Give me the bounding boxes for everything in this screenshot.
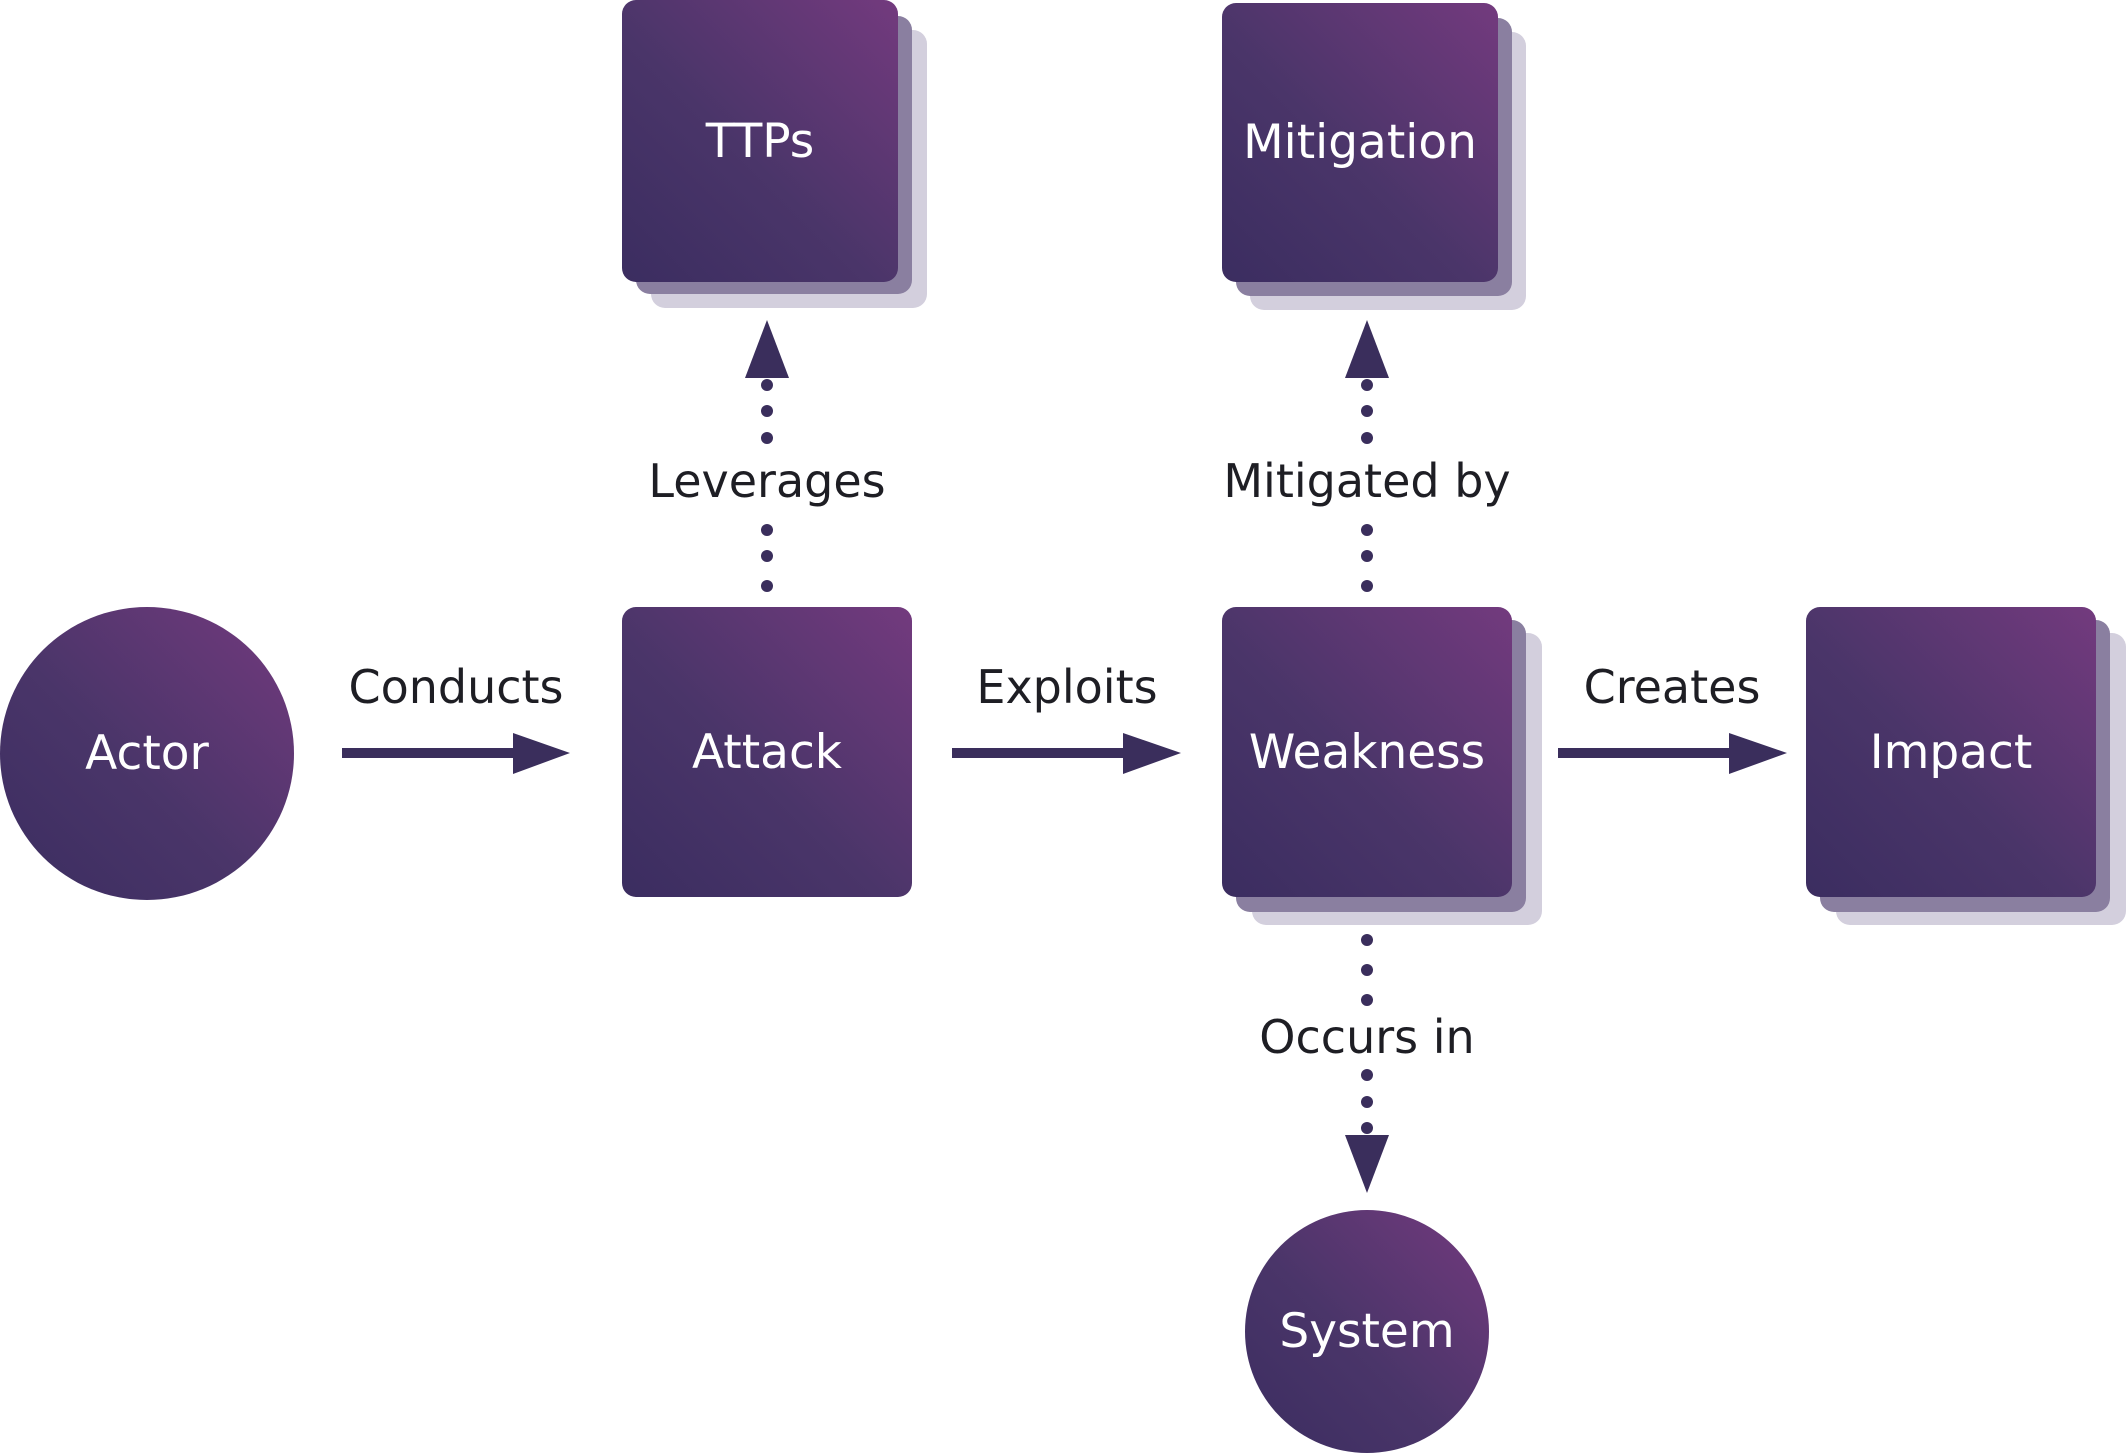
actor-node: Actor [0, 607, 294, 900]
arrow-leverages [745, 320, 789, 592]
weakness-node: Weakness [1222, 607, 1512, 897]
arrow-occurs-in [1345, 934, 1389, 1193]
edge-label-creates: Creates [1583, 660, 1761, 714]
system-node: System [1245, 1210, 1489, 1453]
attack-node: Attack [622, 607, 912, 897]
actor-label: Actor [85, 726, 209, 781]
ttps-node: TTPs [622, 0, 898, 282]
weakness-label: Weakness [1248, 724, 1486, 780]
impact-label: Impact [1869, 724, 2033, 780]
impact-node: Impact [1806, 607, 2096, 897]
mitigation-node: Mitigation [1222, 3, 1498, 282]
system-label: System [1279, 1304, 1455, 1359]
edge-label-conducts: Conducts [348, 660, 564, 714]
edge-label-exploits: Exploits [976, 660, 1158, 714]
attack-label: Attack [691, 724, 843, 780]
arrow-mitigated-by [1345, 320, 1389, 592]
arrow-conducts [342, 733, 570, 774]
arrow-exploits [952, 733, 1181, 774]
arrow-creates [1558, 733, 1787, 774]
edge-label-occurs-in: Occurs in [1259, 1010, 1475, 1064]
mitigation-label: Mitigation [1243, 115, 1477, 170]
ttps-label: TTPs [705, 113, 815, 169]
edge-label-mitigated-by: Mitigated by [1223, 454, 1511, 508]
edge-label-leverages: Leverages [648, 454, 886, 508]
